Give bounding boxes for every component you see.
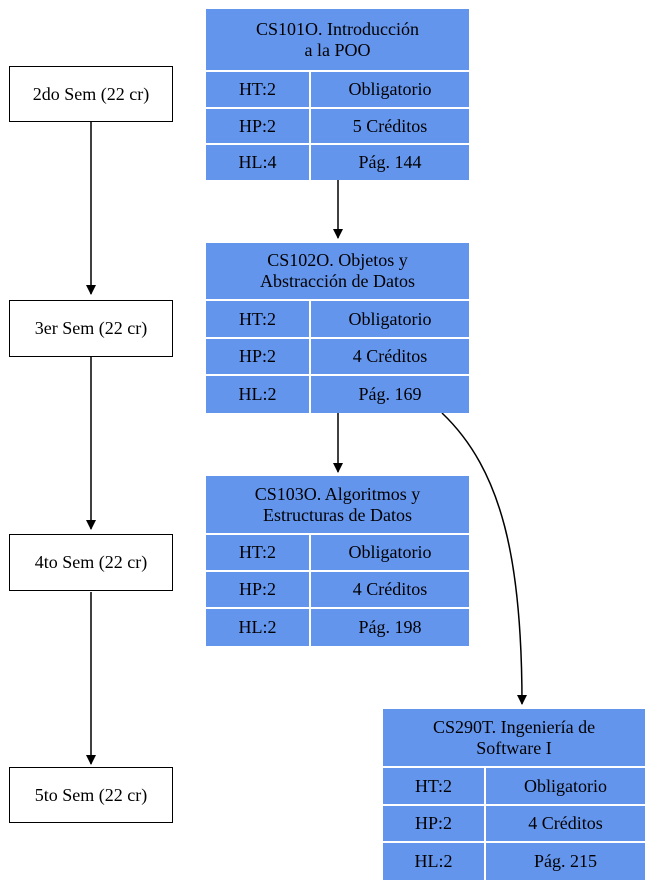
course-hl: HL:2 (383, 843, 484, 880)
semester-box: 5to Sem (22 cr) (9, 767, 173, 823)
course-node: CS101O. Introducción a la POO HT:2 Oblig… (206, 9, 469, 180)
semester-box: 2do Sem (22 cr) (9, 66, 173, 122)
course-credits: 4 Créditos (311, 572, 469, 607)
course-title: CS103O. Algoritmos y Estructuras de Dato… (206, 476, 469, 533)
course-hp: HP:2 (206, 109, 309, 143)
course-title: CS101O. Introducción a la POO (206, 9, 469, 70)
course-page: Pág. 198 (311, 609, 469, 646)
course-page: Pág. 144 (311, 145, 469, 180)
course-hl: HL:4 (206, 145, 309, 180)
course-page: Pág. 215 (486, 843, 645, 880)
course-page: Pág. 169 (311, 376, 469, 413)
course-title: CS290T. Ingeniería de Software I (383, 709, 645, 766)
semester-box: 4to Sem (22 cr) (9, 534, 173, 591)
course-type: Obligatorio (311, 535, 469, 570)
course-credits: 5 Créditos (311, 109, 469, 143)
course-type: Obligatorio (486, 768, 645, 804)
course-type: Obligatorio (311, 72, 469, 107)
course-node: CS103O. Algoritmos y Estructuras de Dato… (206, 476, 469, 646)
course-type: Obligatorio (311, 301, 469, 337)
course-ht: HT:2 (206, 72, 309, 107)
course-ht: HT:2 (383, 768, 484, 804)
course-credits: 4 Créditos (311, 339, 469, 374)
course-hp: HP:2 (206, 339, 309, 374)
course-ht: HT:2 (206, 535, 309, 570)
course-title: CS102O. Objetos y Abstracción de Datos (206, 243, 469, 299)
course-hl: HL:2 (206, 609, 309, 646)
course-hp: HP:2 (383, 806, 484, 841)
course-ht: HT:2 (206, 301, 309, 337)
course-hl: HL:2 (206, 376, 309, 413)
semester-box: 3er Sem (22 cr) (9, 300, 173, 357)
course-node: CS290T. Ingeniería de Software I HT:2 Ob… (383, 709, 645, 880)
course-node: CS102O. Objetos y Abstracción de Datos H… (206, 243, 469, 413)
course-hp: HP:2 (206, 572, 309, 607)
course-credits: 4 Créditos (486, 806, 645, 841)
edge-cs102-cs290 (441, 412, 527, 705)
